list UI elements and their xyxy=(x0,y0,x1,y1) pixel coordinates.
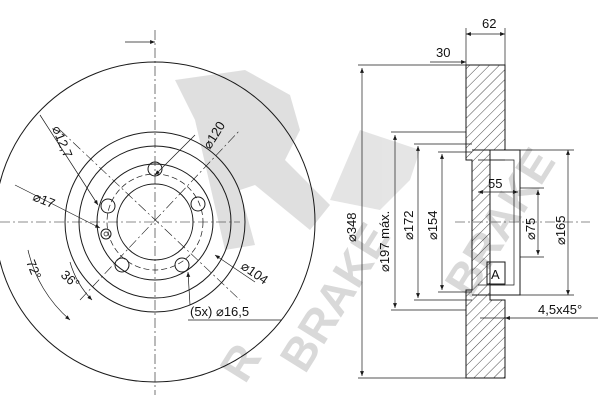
label-d-154: ⌀154 xyxy=(425,210,440,240)
label-angle-72: 72° xyxy=(23,258,44,282)
watermark: BRAKE R BRAKE xyxy=(175,70,565,390)
label-d-hole: ⌀12,7 xyxy=(49,124,75,160)
dim-hub-leader xyxy=(214,254,256,283)
bolt-hole xyxy=(147,161,163,177)
bolt-hole xyxy=(190,196,206,212)
watermark-logo xyxy=(175,70,420,250)
label-d-pin: ⌀17 xyxy=(31,189,57,211)
angle-arc-72 xyxy=(27,249,71,321)
dim-pcd-leader xyxy=(154,134,196,176)
front-center-line-diag-2 xyxy=(59,129,241,301)
label-d-outer: ⌀348 xyxy=(344,212,359,242)
label-chamfer: 4,5x45° xyxy=(538,302,582,317)
dim-pin-leader xyxy=(14,184,101,229)
ref-box-a xyxy=(486,261,506,285)
section-view: A 62 30 ⌀348 ⌀197 máx. ⌀172 ⌀154 55 ⌀75 xyxy=(344,16,598,379)
watermark-mark: R xyxy=(209,335,271,391)
locating-pin xyxy=(100,228,112,240)
bolt-hole xyxy=(174,257,190,273)
angle-arc-36 xyxy=(69,261,93,301)
front-center-line-diag xyxy=(79,129,241,301)
label-ref-a: A xyxy=(491,267,500,282)
disc-hub-inner xyxy=(96,163,214,281)
bolt-hole xyxy=(100,198,116,214)
vane-lines xyxy=(490,159,505,286)
center-bore xyxy=(116,183,194,261)
label-d-172: ⌀172 xyxy=(401,210,416,240)
locating-pin-inner xyxy=(103,231,109,237)
label-thickness: 62 xyxy=(482,16,496,31)
label-d-75: ⌀75 xyxy=(523,218,538,240)
label-bolts: (5x) ⌀16,5 xyxy=(190,304,249,319)
label-depth-55: 55 xyxy=(488,176,502,191)
dim-hole-leader xyxy=(39,114,99,206)
bolt-hole xyxy=(114,257,130,273)
label-hat-depth: 30 xyxy=(436,45,450,60)
disc-hub-outer xyxy=(78,145,232,299)
label-d-165: ⌀165 xyxy=(553,215,568,245)
hat-outline xyxy=(472,149,521,296)
bolt-holes xyxy=(100,161,206,273)
disc-hat-edge xyxy=(64,131,246,313)
disc-outer-edge xyxy=(0,61,316,383)
label-d-hub: ⌀104 xyxy=(238,258,271,287)
dim-bolts-leader xyxy=(186,271,191,306)
label-d-max: ⌀197 máx. xyxy=(377,211,392,272)
